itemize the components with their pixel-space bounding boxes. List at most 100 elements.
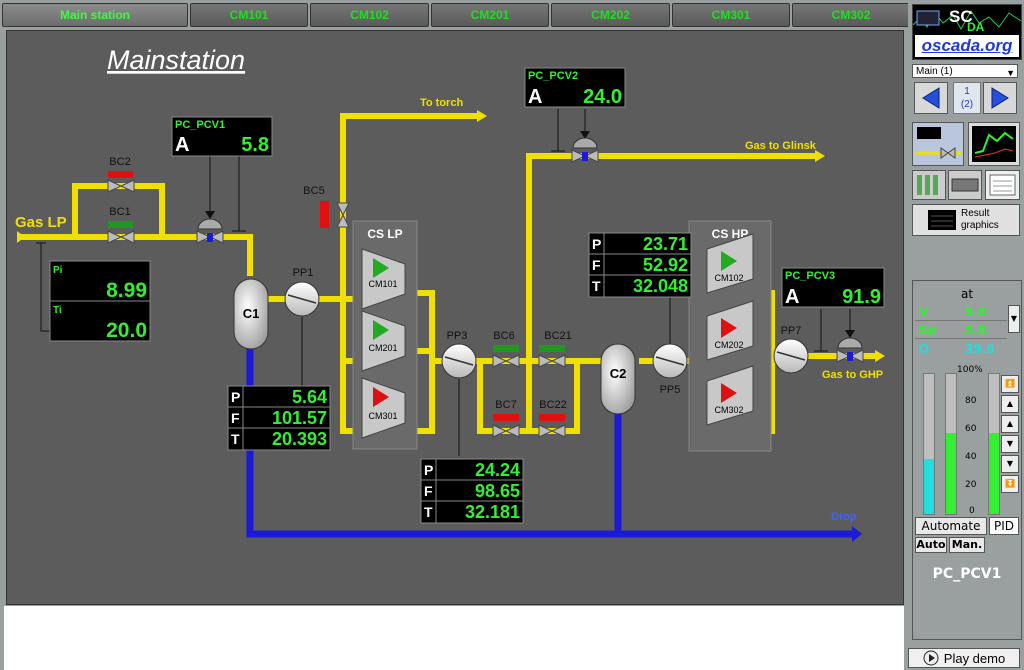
- result-graphics-button[interactable]: Result graphics: [912, 204, 1020, 236]
- separator-c1[interactable]: C1: [233, 278, 269, 350]
- automate-tab[interactable]: Automate: [915, 517, 987, 535]
- pid-step-buttons: ⏫ ▲ ▲ ▼ ▼ ⏬: [1001, 375, 1019, 495]
- pp3-label: PP3: [447, 330, 468, 342]
- control-valve-pcv3[interactable]: [814, 309, 864, 363]
- manual-mode-button[interactable]: Man.: [949, 537, 985, 553]
- step-max-up-button[interactable]: ⏫: [1001, 375, 1019, 393]
- pid-o-value: 39.6: [965, 342, 995, 356]
- pcv2-name: PC_PCV2: [528, 70, 578, 82]
- pp7-label: PP7: [781, 325, 802, 337]
- valve-bc1[interactable]: BC1: [107, 206, 135, 244]
- pcv3-mode: A: [785, 286, 799, 308]
- pp5-f-value: 52.92: [643, 255, 688, 275]
- pp5-t-label: T: [592, 278, 601, 294]
- step-fast-down-button[interactable]: ▼: [1001, 455, 1019, 473]
- compressor-cm301[interactable]: CM301: [361, 377, 406, 439]
- document-view-button[interactable]: [985, 170, 1020, 200]
- overview-view-button[interactable]: [948, 170, 982, 200]
- pcv3-display[interactable]: PC_PCV3 A 91.9: [781, 267, 885, 308]
- cm102-label: CM102: [714, 273, 743, 283]
- pp3-f-label: F: [424, 483, 433, 499]
- tab-cm101[interactable]: CM101: [190, 3, 308, 27]
- trend-view-button[interactable]: [968, 122, 1020, 166]
- bc22-label: BC22: [539, 399, 567, 411]
- step-fast-up-button[interactable]: ▲: [1001, 395, 1019, 413]
- gauges-icon: [917, 175, 938, 195]
- flowmeter-pp3[interactable]: PP3: [441, 330, 477, 389]
- gas-to-glinsk-label: Gas to Glinsk: [745, 140, 817, 152]
- pp1-t-value: 20.393: [272, 429, 327, 449]
- pp1-f-value: 101.57: [272, 408, 327, 428]
- pid-tab[interactable]: PID: [989, 517, 1019, 535]
- mimic-diagram: Mainstation Gas LP To torch Gas to Gli: [15, 45, 885, 542]
- control-valve-pcv2[interactable]: [551, 109, 599, 163]
- pid-scale-0: 0: [969, 506, 975, 516]
- tab-cm202[interactable]: CM202: [551, 3, 670, 27]
- page-select[interactable]: Main (1) ▼: [912, 64, 1018, 78]
- mimic-view-button[interactable]: [912, 122, 964, 166]
- flowmeter-pp7[interactable]: PP7: [773, 325, 809, 374]
- compressor-cm102[interactable]: CM102: [706, 233, 754, 294]
- gas-to-ghp-label: Gas to GHP: [822, 369, 883, 381]
- bc2-label: BC2: [109, 156, 130, 168]
- ti-label: Ti: [53, 305, 62, 316]
- bc7-label: BC7: [495, 399, 516, 411]
- pp1-measure-display: P F T 5.64 101.57 20.393: [227, 385, 331, 451]
- cm302-label: CM302: [714, 405, 743, 415]
- tab-cm302[interactable]: CM302: [792, 3, 910, 27]
- cs-lp-label: CS LP: [367, 227, 402, 241]
- step-down-button[interactable]: ▼: [1001, 435, 1019, 453]
- pcv3-name: PC_PCV3: [785, 270, 835, 282]
- trend-chart-icon: [972, 126, 1016, 162]
- panel-view-button[interactable]: [912, 170, 946, 200]
- pid-o-label: O: [919, 342, 930, 356]
- compressor-cm202[interactable]: CM202: [706, 300, 754, 361]
- auto-mode-button[interactable]: Auto: [915, 537, 947, 553]
- flowmeter-pp5[interactable]: PP5: [652, 286, 688, 396]
- drop-arrow: [852, 526, 862, 542]
- step-max-down-button[interactable]: ⏬: [1001, 475, 1019, 493]
- drop-label: Drop: [831, 511, 857, 523]
- pcv2-display[interactable]: PC_PCV2 A 24.0: [524, 67, 626, 108]
- pi-value: 8.99: [106, 279, 147, 302]
- pid-param-select[interactable]: ▼: [1008, 305, 1020, 333]
- step-up-button[interactable]: ▲: [1001, 415, 1019, 433]
- side-panel: SC DA oscada.org Main (1) ▼ 1 (2): [908, 0, 1024, 670]
- compressor-cm302[interactable]: CM302: [706, 365, 754, 426]
- chevron-down-icon: ▼: [1010, 314, 1018, 323]
- play-demo-button[interactable]: Play demo: [908, 648, 1020, 668]
- tab-cm201[interactable]: CM201: [431, 3, 549, 27]
- compressor-cm201[interactable]: CM201: [361, 310, 406, 372]
- tab-main-station[interactable]: Main station: [2, 3, 188, 27]
- compressor-cm101[interactable]: CM101: [361, 248, 406, 310]
- tab-cm301[interactable]: CM301: [672, 3, 790, 27]
- chevron-down-icon: ▼: [1006, 68, 1015, 78]
- valve-bc2[interactable]: BC2: [107, 156, 135, 193]
- logo-da-text: DA: [967, 20, 985, 34]
- down-icon: ▼: [1006, 439, 1014, 448]
- flowmeter-pp1[interactable]: PP1: [284, 267, 320, 386]
- control-valve-pcv1[interactable]: [196, 156, 246, 244]
- pid-o-row: O 39.6: [915, 341, 1007, 357]
- pid-sp-row: Sp 5.8: [915, 322, 1007, 339]
- pi-label: Pi: [53, 265, 63, 276]
- oscada-logo[interactable]: SC DA oscada.org: [912, 4, 1022, 60]
- tab-cm102[interactable]: CM102: [310, 3, 429, 27]
- pp1-p-value: 5.64: [292, 387, 327, 407]
- pid-scale-80: 80: [965, 396, 977, 406]
- pcv2-value: 24.0: [583, 86, 622, 108]
- pp1-t-label: T: [231, 431, 240, 447]
- valve-bc6[interactable]: BC6: [492, 330, 520, 368]
- next-page-button[interactable]: [983, 82, 1017, 114]
- separator-c2[interactable]: C2: [600, 343, 636, 415]
- valve-bc22[interactable]: BC22: [538, 399, 567, 438]
- valve-bc21[interactable]: BC21: [538, 330, 572, 368]
- pcv1-name: PC_PCV1: [175, 119, 225, 131]
- prev-page-button[interactable]: [914, 82, 948, 114]
- valve-bc5[interactable]: BC5: [303, 185, 350, 228]
- valve-bc7[interactable]: BC7: [492, 399, 520, 438]
- pid-at-label: at: [960, 287, 974, 301]
- logo-org-link[interactable]: oscada.org: [915, 35, 1019, 57]
- pcv1-display[interactable]: PC_PCV1 A 5.8: [171, 116, 273, 157]
- pcv1-mode: A: [175, 134, 189, 156]
